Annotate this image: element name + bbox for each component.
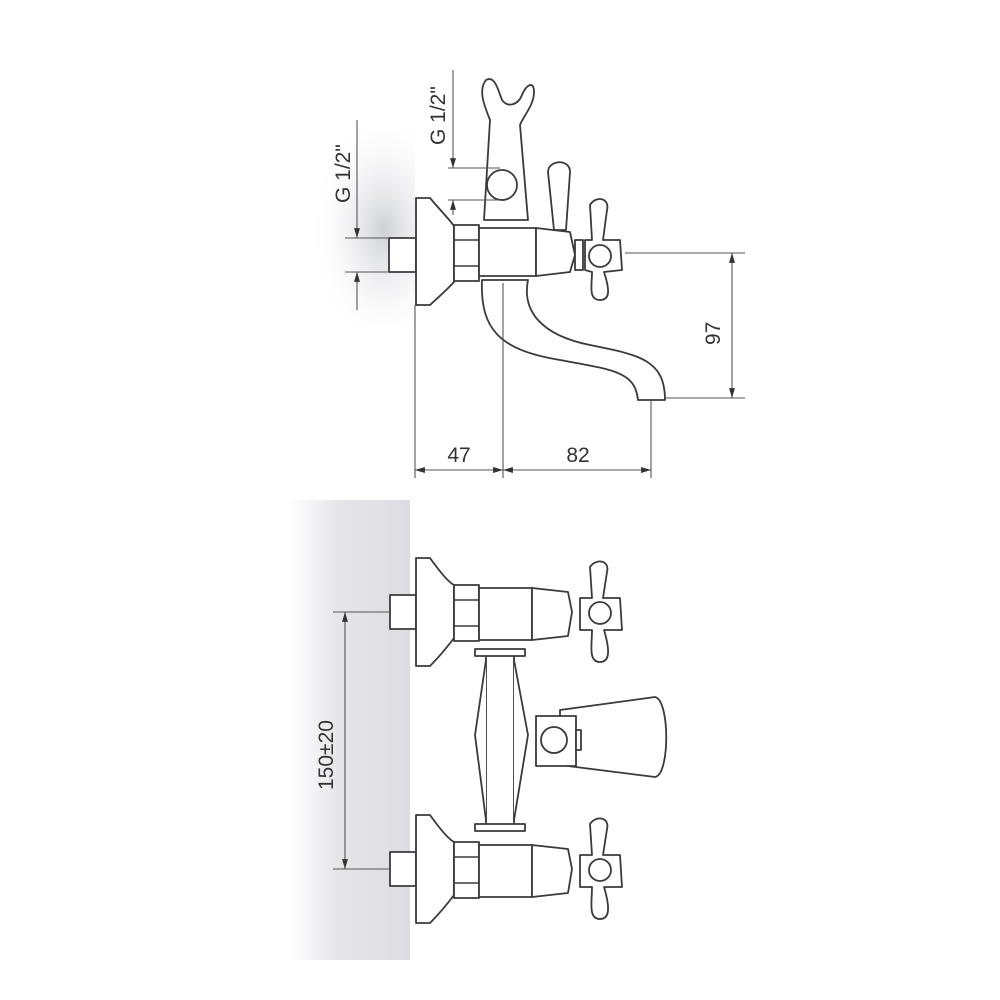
valve-body: [478, 227, 537, 277]
dim-spout-height: 97: [625, 252, 745, 399]
dim-inlet-spacing: 150±20: [315, 611, 390, 870]
top-view-faucet: [388, 78, 666, 401]
upper-valve: [389, 557, 623, 667]
dim-horizontal: 47 82: [414, 283, 652, 478]
mixer-bar: [485, 649, 515, 831]
lower-valve: [389, 814, 623, 924]
dim-shower-thread: G 1/2": [427, 70, 500, 215]
shower-holder-knob: [486, 169, 518, 201]
wall-to-body-label: 47: [447, 444, 470, 467]
wall-shade-bottom: [290, 500, 410, 960]
bar-bracket-bottom: [474, 823, 526, 832]
bar-right-bulge: [513, 659, 529, 821]
front-view-faucet: [389, 557, 668, 924]
dim-inlet-thread: G 1/2": [332, 120, 389, 310]
spout: [481, 279, 666, 401]
inlet-spacing-label: 150±20: [315, 720, 338, 790]
diverter-handle: [559, 696, 668, 778]
union-nut: [453, 224, 480, 282]
body-to-spout-label: 82: [566, 444, 589, 467]
inlet-thread-label: G 1/2": [332, 144, 355, 203]
wall-shade-top: [290, 130, 415, 330]
valve-cartridge: [535, 227, 576, 277]
shower-thread-label: G 1/2": [427, 86, 450, 145]
bar-bracket-top: [474, 648, 526, 657]
diverter-lever: [547, 161, 571, 231]
bar-left-bulge: [474, 659, 487, 821]
inlet-stub: [388, 237, 417, 273]
wall-flange: [415, 197, 455, 306]
spout-height-label: 97: [702, 322, 725, 345]
